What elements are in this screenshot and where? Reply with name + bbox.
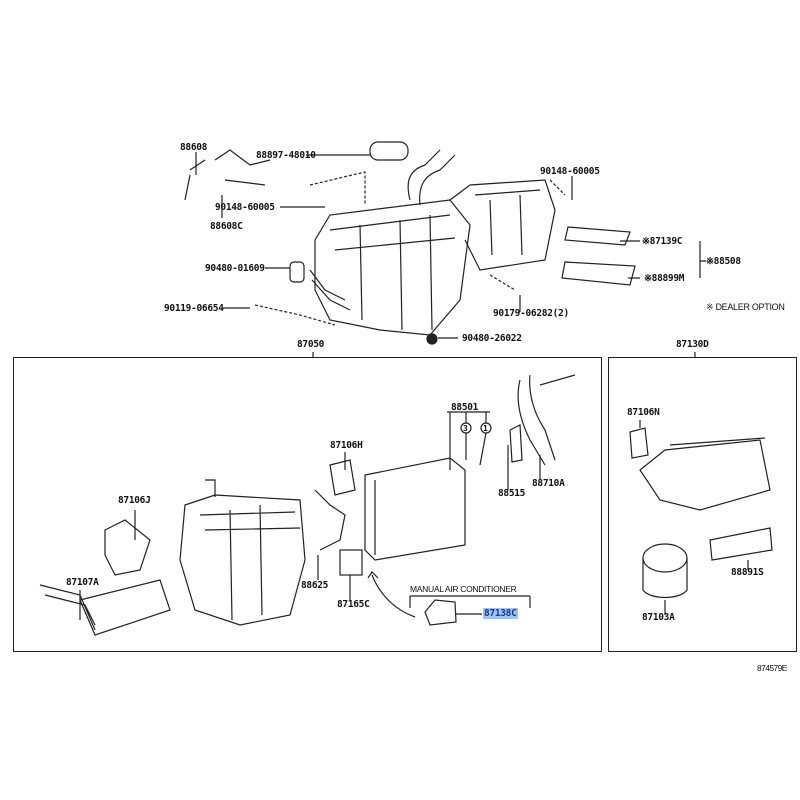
- filter-parts: [561, 226, 636, 286]
- resistor-87165C: [339, 549, 363, 576]
- part-label-88608[interactable]: 88608: [180, 142, 208, 153]
- part-label-88899M[interactable]: ※88899M: [644, 273, 685, 284]
- part-label-88508[interactable]: ※88508: [706, 256, 741, 267]
- valve-88515: [509, 424, 523, 463]
- part-label-87106J[interactable]: 87106J: [118, 495, 151, 506]
- part-label-88515[interactable]: 88515: [498, 488, 526, 499]
- heater-unit-assembly-top: [309, 149, 556, 336]
- part-label-88608C[interactable]: 88608C: [210, 221, 243, 232]
- part-label-90119-06654[interactable]: 90119-06654: [164, 303, 224, 314]
- part-label-87165C[interactable]: 87165C: [337, 599, 370, 610]
- circle-number-3: 3: [463, 424, 468, 433]
- heater-case-assembly: [179, 479, 306, 626]
- grommet-90480-26022: [426, 333, 438, 345]
- arrow: [367, 571, 416, 618]
- wire-harness: [184, 149, 271, 201]
- part-label-90148-60005-left[interactable]: 90148-60005: [215, 202, 275, 213]
- part-label-87107A[interactable]: 87107A: [66, 577, 99, 588]
- part-label-87106H[interactable]: 87106H: [330, 440, 363, 451]
- part-label-88710A[interactable]: 88710A: [532, 478, 565, 489]
- servo-87106N: [629, 427, 649, 459]
- circle-number-1: 1: [483, 424, 488, 433]
- part-label-87139C[interactable]: ※87139C: [642, 236, 683, 247]
- resistor-87138C: [424, 599, 457, 626]
- part-label-87138C[interactable]: 87138C: [483, 608, 518, 619]
- part-label-88891S[interactable]: 88891S: [731, 567, 764, 578]
- resistor-88891S: [709, 527, 773, 561]
- part-label-87103A[interactable]: 87103A: [642, 612, 675, 623]
- part-label-90480-01609[interactable]: 90480-01609: [205, 263, 265, 274]
- part-label-87050[interactable]: 87050: [297, 339, 325, 350]
- part-label-87130D[interactable]: 87130D: [676, 339, 709, 350]
- part-label-88897-48010[interactable]: 88897-48010: [256, 150, 316, 161]
- part-label-88501[interactable]: 88501: [451, 402, 479, 413]
- cushion-90480-01609: [289, 261, 305, 283]
- manual-air-conditioner-note: MANUAL AIR CONDITIONER: [410, 584, 517, 594]
- part-label-87106N[interactable]: 87106N: [627, 407, 660, 418]
- diagram-id: 874579E: [757, 663, 787, 673]
- part-label-90179-06282[interactable]: 90179-06282(2): [493, 308, 569, 319]
- blower-case-87130D: [639, 437, 771, 511]
- assembly-87050-frame: [13, 357, 602, 652]
- part-label-90480-26022[interactable]: 90480-26022: [462, 333, 522, 344]
- pipe-88710A: [517, 374, 576, 466]
- sensor-88625: [314, 489, 346, 551]
- part-label-88625[interactable]: 88625: [301, 580, 329, 591]
- seal-88897: [369, 141, 409, 161]
- servo-87106J: [104, 519, 151, 576]
- part-label-90148-60005-right[interactable]: 90148-60005: [540, 166, 600, 177]
- servo-87106H: [329, 459, 356, 496]
- dealer-option-note: ※ DEALER OPTION: [706, 302, 785, 312]
- assembly-87130D-frame: [608, 357, 797, 652]
